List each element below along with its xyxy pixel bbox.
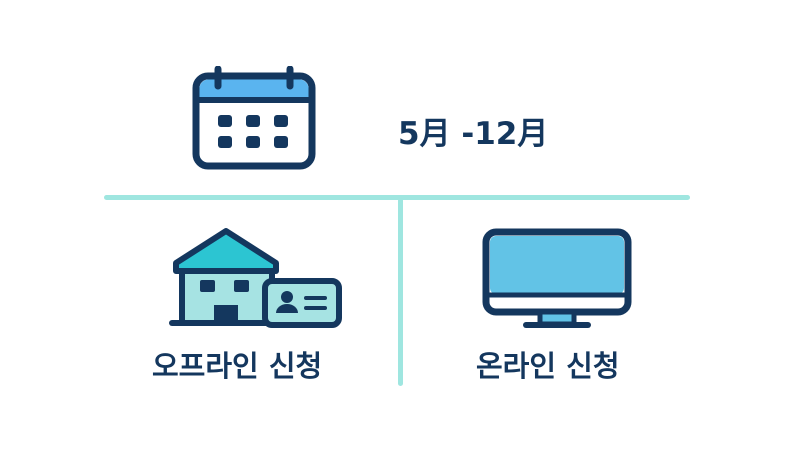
offline-application-label: 오프라인 신청 — [152, 349, 323, 383]
building-with-id-card-icon — [168, 225, 344, 333]
application-period: 5月 -12月 — [398, 116, 549, 152]
online-application-label: 온라인 신청 — [476, 349, 620, 383]
monitor-icon — [482, 228, 632, 334]
vertical-divider — [398, 198, 403, 386]
horizontal-divider — [104, 195, 690, 200]
calendar-icon — [192, 65, 316, 174]
